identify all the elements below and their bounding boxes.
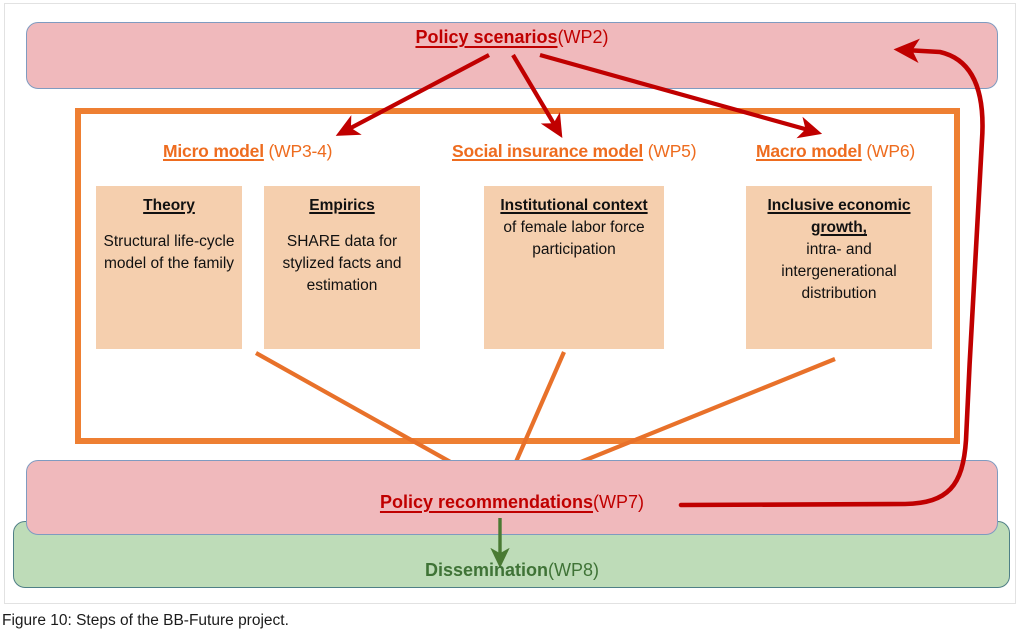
dissemination-label: Dissemination(WP8) <box>0 560 1024 581</box>
policy-scenarios-label-main: Policy scenarios <box>415 27 558 47</box>
wp-heading-social-insurance-model: Social insurance model (WP5) <box>452 141 697 162</box>
policy-recommendations-label-paren: (WP7) <box>593 492 645 512</box>
wp-heading-social-insurance-model-paren: (WP5) <box>647 141 697 161</box>
box-institutional-context-heading: Institutional context <box>500 197 648 214</box>
policy-scenarios-label-paren: (WP2) <box>557 27 609 47</box>
box-institutional-context: Institutional context of female labor fo… <box>484 186 664 349</box>
wp-heading-macro-model-main: Macro model <box>756 141 862 161</box>
arrow-feedback-recommendations-to-scenarios <box>678 38 985 508</box>
arrow-scenarios-to-micro <box>335 53 490 136</box>
dissemination-label-main: Dissemination <box>424 560 549 580</box>
policy-recommendations-label-main: Policy recommendations <box>379 492 594 512</box>
wp-heading-macro-model-paren: (WP6) <box>866 141 915 161</box>
box-theory: Theory Structural life-cycle model of th… <box>96 186 242 349</box>
box-empirics-heading: Empirics <box>309 197 375 214</box>
arrow-scenarios-to-social <box>511 53 563 139</box>
box-inclusive-growth: Inclusive economic growth, intra- and in… <box>746 186 932 349</box>
wp-heading-micro-model-main: Micro model <box>163 141 264 161</box>
wp-heading-micro-model-paren: (WP3-4) <box>268 141 333 161</box>
box-theory-body: Structural life-cycle model of the famil… <box>103 233 235 272</box>
models-container-frame <box>75 108 960 444</box>
wp-heading-social-insurance-model-main: Social insurance model <box>452 141 644 161</box>
policy-scenarios-label: Policy scenarios(WP2) <box>0 27 1024 48</box>
box-inclusive-growth-body: intra- and intergenerational distributio… <box>781 241 897 302</box>
policy-recommendations-label: Policy recommendations(WP7) <box>0 492 1024 513</box>
wp-heading-micro-model: Micro model (WP3-4) <box>163 141 332 162</box>
arrow-scenarios-to-macro <box>539 52 823 139</box>
box-institutional-context-body: of female labor force participation <box>503 219 645 258</box>
dissemination-label-paren: (WP8) <box>548 560 600 580</box>
box-empirics-body: SHARE data for stylized facts and estima… <box>282 233 402 294</box>
policy-scenarios-bar <box>26 22 998 89</box>
figure-caption: Figure 10: Steps of the BB-Future projec… <box>2 612 289 629</box>
wp-heading-macro-model: Macro model (WP6) <box>756 141 915 162</box>
box-empirics: Empirics SHARE data for stylized facts a… <box>264 186 420 349</box>
box-inclusive-growth-heading: Inclusive economic growth, <box>767 197 911 236</box>
box-theory-heading: Theory <box>143 197 195 214</box>
